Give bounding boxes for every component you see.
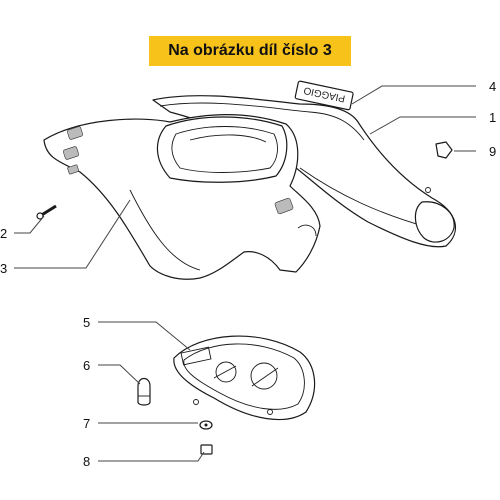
banner-text: Na obrázku díl číslo 3 (168, 42, 332, 59)
callout-6: 6 (83, 358, 90, 373)
callout-5: 5 (83, 315, 90, 330)
instrument-cluster (173, 335, 316, 421)
callout-9: 9 (489, 144, 496, 159)
front-handlebar-cover (43, 114, 321, 280)
leader-line-8 (98, 451, 205, 462)
bulb-part (137, 377, 151, 406)
leader-line-6 (98, 364, 141, 385)
callout-4: 4 (489, 79, 496, 94)
leader-line-1 (369, 116, 476, 135)
callout-2: 2 (0, 226, 7, 241)
callout-3: 3 (0, 261, 7, 276)
clip-part (435, 141, 453, 159)
callout-1: 1 (489, 110, 496, 125)
part-number-banner: Na obrázku díl číslo 3 (149, 36, 351, 66)
callout-7: 7 (83, 416, 90, 431)
leader-line-5 (98, 321, 191, 351)
callout-8: 8 (83, 454, 90, 469)
leader-line-3 (14, 199, 131, 269)
piaggio-badge: PIAGGIO (294, 80, 354, 111)
nut-part (200, 444, 213, 455)
screw-part (36, 204, 57, 220)
leader-line-2 (14, 215, 45, 234)
leader-line-4 (351, 85, 476, 105)
washer-part (199, 420, 213, 430)
